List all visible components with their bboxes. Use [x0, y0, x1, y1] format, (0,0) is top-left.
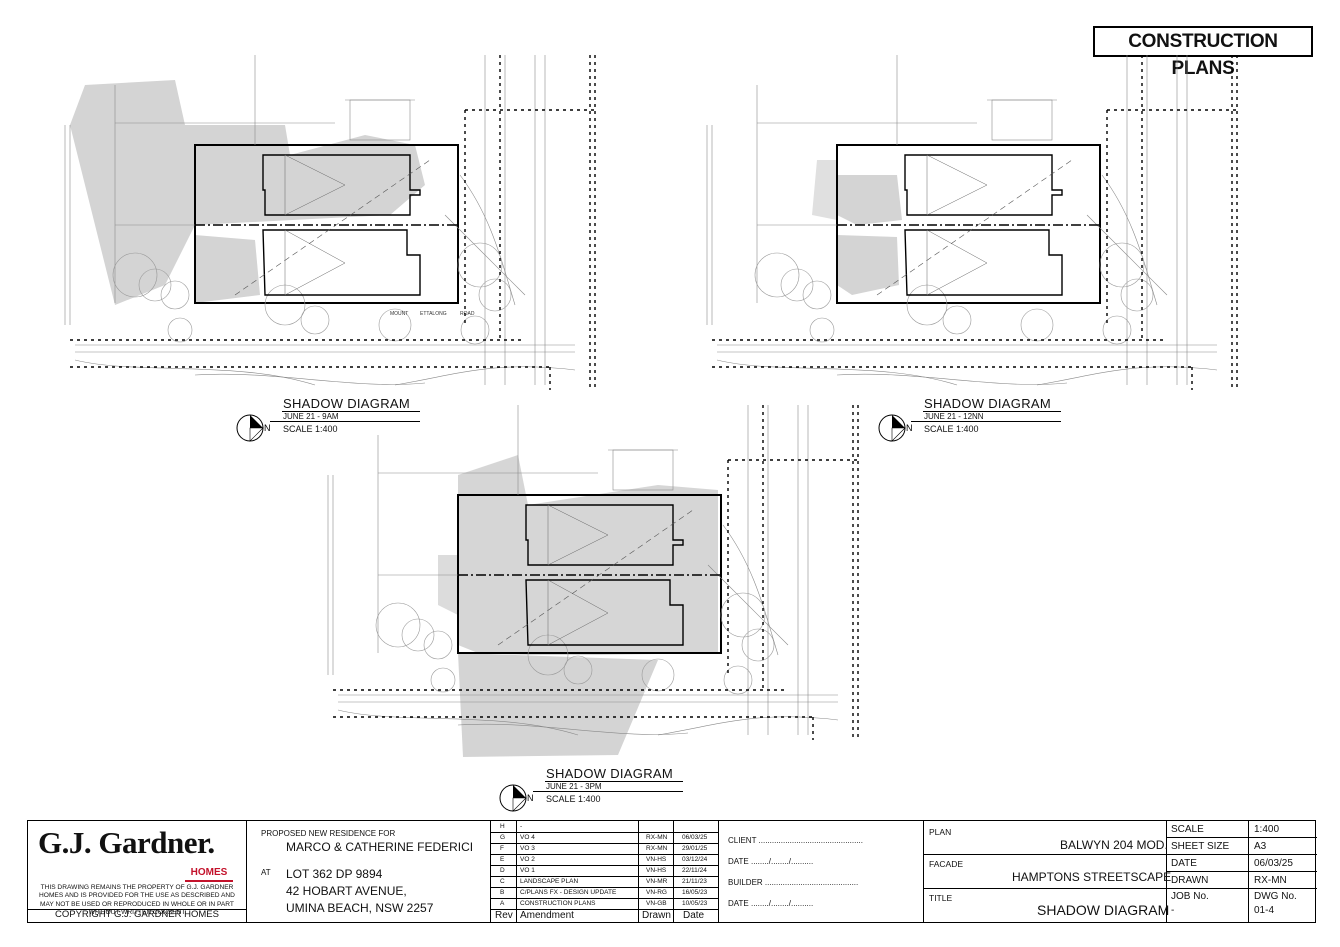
date-signoff-1: DATE ......../......../..........	[728, 857, 814, 866]
diagram-1-title: SHADOW DIAGRAM	[283, 396, 410, 411]
north-arrow-icon: N	[499, 784, 534, 812]
north-arrow-icon: N	[878, 414, 913, 442]
facade-value: HAMPTONS STREETSCAPE	[1012, 870, 1172, 884]
company-logo: G.J. Gardner.	[38, 825, 215, 860]
plan-value: BALWYN 204 MOD.	[1060, 838, 1168, 852]
rev-cell: C	[500, 878, 505, 885]
amendment-cell: -	[520, 823, 523, 830]
diagram-3-title: SHADOW DIAGRAM	[546, 766, 673, 781]
job-number-value: -	[1171, 905, 1175, 916]
revision-table: H - G VO 4 RX-MN 06/03/25 F VO 3 RX-MN 2…	[490, 821, 718, 922]
ettalong-label: ETTALONG	[420, 311, 447, 317]
rev-cell: F	[500, 845, 504, 852]
plan-label: PLAN	[929, 827, 952, 837]
diagram-1-scale: SCALE 1:400	[283, 424, 338, 434]
north-arrow-icon: N	[236, 414, 271, 442]
mount-label: MOUNT	[390, 311, 408, 317]
facade-label: FACADE	[929, 859, 964, 869]
title-block: G.J. Gardner. HOMES THIS DRAWING REMAINS…	[27, 820, 1317, 923]
drawn-cell: VN-MR	[646, 878, 668, 885]
client-signoff: CLIENT .................................…	[728, 836, 863, 845]
rev-cell: H	[500, 823, 505, 830]
amendment-cell: VO 1	[520, 867, 535, 874]
date-cell: 21/11/23	[682, 878, 707, 885]
amendment-cell: LANDSCAPE PLAN	[520, 878, 579, 885]
date-value: 06/03/25	[1254, 858, 1293, 869]
drawn-value: RX-MN	[1254, 875, 1287, 886]
shadow-diagram-9am-plan: MOUNT ETTALONG ROAD	[64, 55, 596, 391]
diagram-2-time: JUNE 21 - 12NN	[924, 412, 984, 421]
client-name: MARCO & CATHERINE FEDERICI	[286, 840, 474, 854]
diagram-2-title: SHADOW DIAGRAM	[924, 396, 1051, 411]
date-cell: 06/03/25	[682, 834, 708, 841]
construction-plans-stamp: CONSTRUCTION PLANS	[1093, 26, 1313, 79]
amendment-header: Amendment	[520, 910, 574, 921]
street-address: 42 HOBART AVENUE,	[286, 884, 407, 898]
date-label: DATE	[1171, 858, 1197, 869]
diagram-3-scale: SCALE 1:400	[546, 794, 601, 804]
svg-text:N: N	[906, 423, 913, 433]
amendment-cell: CONSTRUCTION PLANS	[520, 900, 596, 907]
amendment-cell: VO 3	[520, 845, 535, 852]
rev-cell: B	[500, 889, 505, 896]
homes-label: HOMES	[185, 866, 233, 882]
suburb: UMINA BEACH, NSW 2257	[286, 901, 434, 915]
diagram-1-time: JUNE 21 - 9AM	[283, 412, 339, 421]
drawn-cell: RX-MN	[646, 845, 668, 852]
date-cell: 03/12/24	[682, 856, 708, 863]
rev-cell: E	[500, 856, 505, 863]
sheet-size-value: A3	[1254, 841, 1267, 852]
date-cell: 29/01/25	[682, 845, 708, 852]
dwg-number-label: DWG No.	[1254, 891, 1297, 902]
drawn-header: Drawn	[642, 910, 671, 921]
diagram-3-time: JUNE 21 - 3PM	[546, 782, 602, 791]
rev-cell: A	[500, 900, 505, 907]
amendment-cell: VO 2	[520, 856, 535, 863]
road-label: ROAD	[460, 311, 475, 317]
diagram-2-scale: SCALE 1:400	[924, 424, 979, 434]
builder-signoff: BUILDER ................................…	[728, 878, 859, 887]
drawn-cell: RX-MN	[646, 834, 668, 841]
drawn-cell: VN-GB	[646, 900, 667, 907]
shadow-diagram-12nn-plan	[706, 55, 1238, 391]
date-signoff-2: DATE ......../......../..........	[728, 899, 814, 908]
shadow-diagram-3pm-plan	[327, 405, 859, 757]
title-value: SHADOW DIAGRAM	[1037, 902, 1170, 918]
rev-header: Rev	[495, 910, 513, 921]
title-label: TITLE	[929, 893, 953, 903]
project-heading: PROPOSED NEW RESIDENCE FOR	[261, 829, 396, 838]
amendment-cell: C/PLANS FX - DESIGN UPDATE	[520, 889, 617, 896]
rev-cell: D	[500, 867, 505, 874]
at-label: AT	[261, 868, 271, 877]
drawn-cell: VN-HS	[646, 856, 667, 863]
amendment-cell: VO 4	[520, 834, 535, 841]
date-cell: 16/05/23	[682, 889, 708, 896]
disclaimer: THIS DRAWING REMAINS THE PROPERTY OF G.J…	[39, 884, 235, 916]
drawn-cell: VN-RG	[646, 889, 667, 896]
copyright: COPYRIGHT G.J. GARDNER HOMES	[55, 909, 219, 920]
job-number-label: JOB No.	[1171, 891, 1209, 902]
date-header: Date	[683, 910, 705, 921]
date-cell: 10/05/23	[682, 900, 708, 907]
sheet-size-label: SHEET SIZE	[1171, 841, 1230, 852]
rev-cell: G	[500, 834, 506, 841]
scale-value: 1:400	[1254, 824, 1280, 835]
drawn-label: DRAWN	[1171, 875, 1209, 886]
date-cell: 22/11/24	[682, 867, 707, 874]
dwg-number-value: 01-4	[1254, 905, 1275, 916]
scale-label: SCALE	[1171, 824, 1204, 835]
svg-text:N: N	[527, 793, 534, 803]
drawn-cell: VN-HS	[646, 867, 667, 874]
lot-number: LOT 362 DP 9894	[286, 867, 383, 881]
svg-text:N: N	[264, 423, 271, 433]
